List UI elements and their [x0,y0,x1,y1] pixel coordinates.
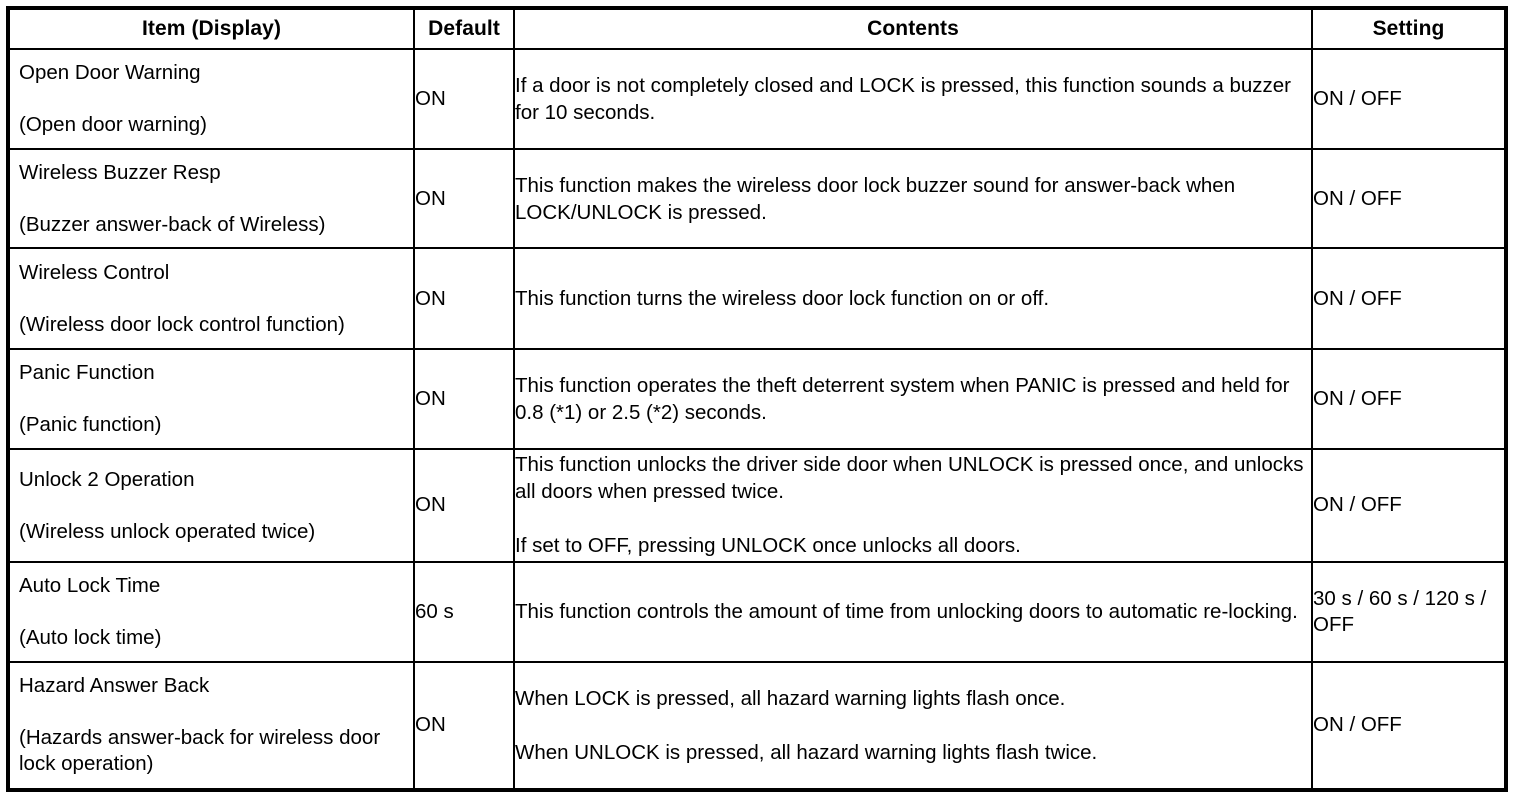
cell-default-value: 60 s [413,560,515,663]
contents-paragraph: When LOCK is pressed, all hazard warning… [515,686,1066,710]
contents-paragraph: This function controls the amount of tim… [515,600,1298,624]
cell-contents: This function operates the theft deterre… [513,348,1313,450]
item-block: Hazard Answer Back (Hazards answer-back f… [10,664,413,786]
item-alt-name: (Open door warning) [19,113,208,137]
contents-paragraph: If set to OFF, pressing UNLOCK once unlo… [515,534,1021,558]
cell-setting-options: ON / OFF [1311,48,1507,150]
cell-item: Open Door Warning (Open door warning) [7,48,415,150]
cell-default-value: ON [413,348,515,450]
item-display-name: Wireless Control [19,260,170,284]
contents-paragraph: This function turns the wireless door lo… [515,287,1050,311]
item-alt-name: (Wireless unlock operated twice) [19,519,316,543]
cell-default-value: ON [413,48,515,150]
contents-paragraph: This function operates the theft deterre… [515,373,1290,424]
cell-contents: This function turns the wireless door lo… [513,247,1313,351]
cell-item: Auto Lock Time (Auto lock time) [7,560,415,663]
item-display-name: Hazard Answer Back [19,674,210,698]
table-row: Hazard Answer Back (Hazards answer-back f… [7,660,1507,791]
cell-item: Unlock 2 Operation (Wireless unlock opera… [7,447,415,563]
item-alt-name: (Hazards answer-back for wireless door l… [19,726,381,776]
column-header-item: Item (Display) [7,7,415,50]
contents-paragraph: This function makes the wireless door lo… [515,173,1236,224]
cell-contents: This function makes the wireless door lo… [513,147,1313,250]
spec-table-container: Item (Display) Default Contents Setting … [6,6,1508,792]
column-header-default: Default [413,7,515,50]
cell-contents: This function controls the amount of tim… [513,560,1313,663]
cell-contents: This function unlocks the driver side do… [513,447,1313,563]
contents-paragraph: When UNLOCK is pressed, all hazard warni… [515,740,1098,764]
cell-default-value: ON [413,147,515,250]
item-block: Open Door Warning (Open door warning) [10,51,413,146]
cell-default-value: ON [413,447,515,563]
contents-paragraph: This function unlocks the driver side do… [515,453,1304,504]
cell-setting-options: ON / OFF [1311,660,1507,791]
item-block: Auto Lock Time (Auto lock time) [10,564,413,659]
cell-setting-options: 30 s / 60 s / 120 s / OFF [1311,560,1507,663]
cell-item: Hazard Answer Back (Hazards answer-back f… [7,660,415,791]
table-header: Item (Display) Default Contents Setting [7,7,1507,50]
cell-setting-options: ON / OFF [1311,147,1507,250]
item-alt-name: (Auto lock time) [19,626,162,650]
item-block: Wireless Control (Wireless door lock cont… [10,251,413,347]
item-block: Wireless Buzzer Resp (Buzzer answer-back … [10,151,413,246]
item-block: Panic Function (Panic function) [10,351,413,446]
item-display-name: Wireless Buzzer Resp [19,161,221,185]
cell-setting-options: ON / OFF [1311,247,1507,351]
contents-paragraph: If a door is not completely closed and L… [515,73,1291,124]
cell-item: Panic Function (Panic function) [7,348,415,450]
item-display-name: Panic Function [19,361,155,385]
table-row: Wireless Buzzer Resp (Buzzer answer-back … [7,147,1507,250]
cell-item: Wireless Buzzer Resp (Buzzer answer-back … [7,147,415,250]
item-block: Unlock 2 Operation (Wireless unlock opera… [10,458,413,553]
item-display-name: Auto Lock Time [19,574,161,598]
customize-function-table: Item (Display) Default Contents Setting … [6,6,1508,792]
item-display-name: Unlock 2 Operation [19,467,195,491]
cell-contents: If a door is not completely closed and L… [513,48,1313,150]
item-alt-name: (Wireless door lock control function) [19,312,345,336]
item-display-name: Open Door Warning [19,61,201,85]
cell-default-value: ON [413,247,515,351]
table-row: Wireless Control (Wireless door lock cont… [7,247,1507,351]
column-header-setting: Setting [1311,7,1507,50]
cell-setting-options: ON / OFF [1311,447,1507,563]
column-header-contents: Contents [513,7,1313,50]
cell-setting-options: ON / OFF [1311,348,1507,450]
table-header-row: Item (Display) Default Contents Setting [7,7,1507,50]
cell-default-value: ON [413,660,515,791]
cell-contents: When LOCK is pressed, all hazard warning… [513,660,1313,791]
cell-item: Wireless Control (Wireless door lock cont… [7,247,415,351]
table-row: Unlock 2 Operation (Wireless unlock opera… [7,447,1507,563]
item-alt-name: (Panic function) [19,413,162,437]
item-alt-name: (Buzzer answer-back of Wireless) [19,213,326,237]
